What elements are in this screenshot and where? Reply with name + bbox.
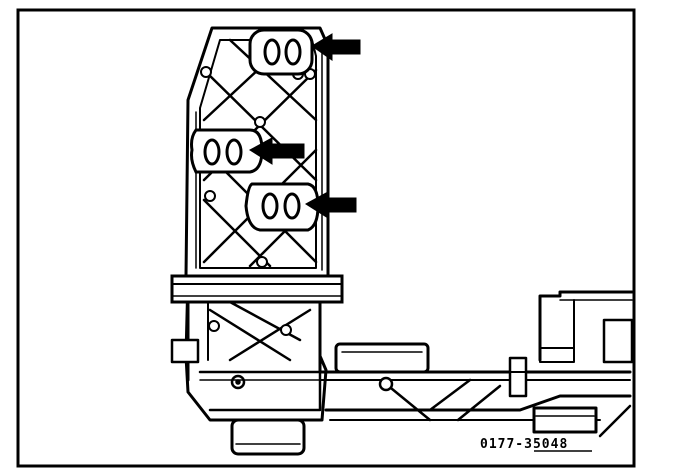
figure-frame — [16, 8, 636, 468]
middle-plug-right — [225, 138, 243, 166]
lower-housing — [170, 300, 322, 456]
bottom-boss — [230, 418, 306, 456]
lower-plug-pair — [244, 182, 320, 232]
lower-plug-right — [283, 192, 301, 220]
case-post — [508, 356, 528, 398]
arrow-middle — [249, 137, 305, 165]
middle-plug-left — [203, 138, 221, 166]
figure-label: 0177-35048 — [480, 437, 568, 452]
case-pad — [532, 406, 598, 434]
arrow-lower — [305, 191, 357, 219]
case-cap-right — [602, 318, 634, 364]
side-tab — [170, 338, 200, 364]
case-block-left — [334, 342, 430, 374]
transmission-case — [318, 290, 634, 438]
middle-plug-pair — [190, 128, 264, 174]
arrow-upper — [311, 33, 361, 61]
upper-plug-pair — [248, 28, 314, 76]
flange-bar — [170, 274, 344, 304]
upper-plug-right — [284, 38, 302, 66]
lower-plug-left — [261, 192, 279, 220]
upper-plug-left — [263, 38, 281, 66]
callout-arrows — [249, 33, 361, 219]
